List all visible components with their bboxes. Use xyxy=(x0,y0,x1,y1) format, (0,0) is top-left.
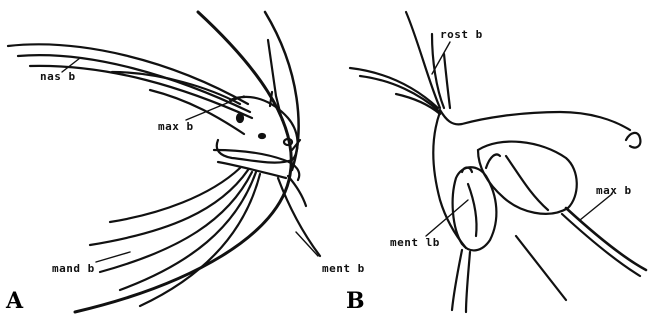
panel-letter-b: B xyxy=(346,288,365,314)
label-ment-lb: ment lb xyxy=(390,236,440,249)
leader-mand xyxy=(96,252,130,262)
label-rost-b: rost b xyxy=(440,28,483,41)
tail-hook xyxy=(626,133,640,148)
label-mand-b: mand b xyxy=(52,262,95,275)
body-outline xyxy=(440,110,630,130)
leader-max-b xyxy=(580,194,612,220)
lower-diag xyxy=(516,236,566,300)
mental-lobe-inner xyxy=(468,184,477,236)
outer-bristle-inner xyxy=(265,12,299,170)
mentum-plate-lower xyxy=(218,162,286,178)
lower-limb-2 xyxy=(466,252,470,312)
leader-rost xyxy=(432,42,450,74)
appendage-large xyxy=(478,142,577,214)
lower-limb-1 xyxy=(452,250,462,310)
rost-bristle-6 xyxy=(444,54,450,108)
eye-mark-1 xyxy=(237,114,243,122)
panel-letter-a: A xyxy=(6,288,23,314)
rost-bristle-1 xyxy=(406,12,440,108)
appendage-inner xyxy=(506,156,548,210)
max-bristle-b2 xyxy=(562,214,640,276)
panel-b-drawing xyxy=(350,12,646,312)
mand-bristle-3 xyxy=(120,172,256,290)
lobe-spike-1 xyxy=(486,155,500,169)
label-ment-b: ment b xyxy=(322,262,365,275)
label-nas-b: nas b xyxy=(40,70,76,83)
lobe-spike-2 xyxy=(462,168,472,173)
label-max-b-a: max b xyxy=(158,120,194,133)
ment-bristle-1 xyxy=(288,176,306,206)
upright-spine xyxy=(268,40,282,120)
max-bristle-b xyxy=(566,208,646,270)
leader-ment-b xyxy=(426,200,468,236)
body-left xyxy=(433,112,466,248)
eye-mark-2 xyxy=(259,134,265,138)
label-max-b-b: max b xyxy=(596,184,632,197)
rost-bristle-3 xyxy=(350,68,438,108)
mentum-plate xyxy=(214,150,299,180)
